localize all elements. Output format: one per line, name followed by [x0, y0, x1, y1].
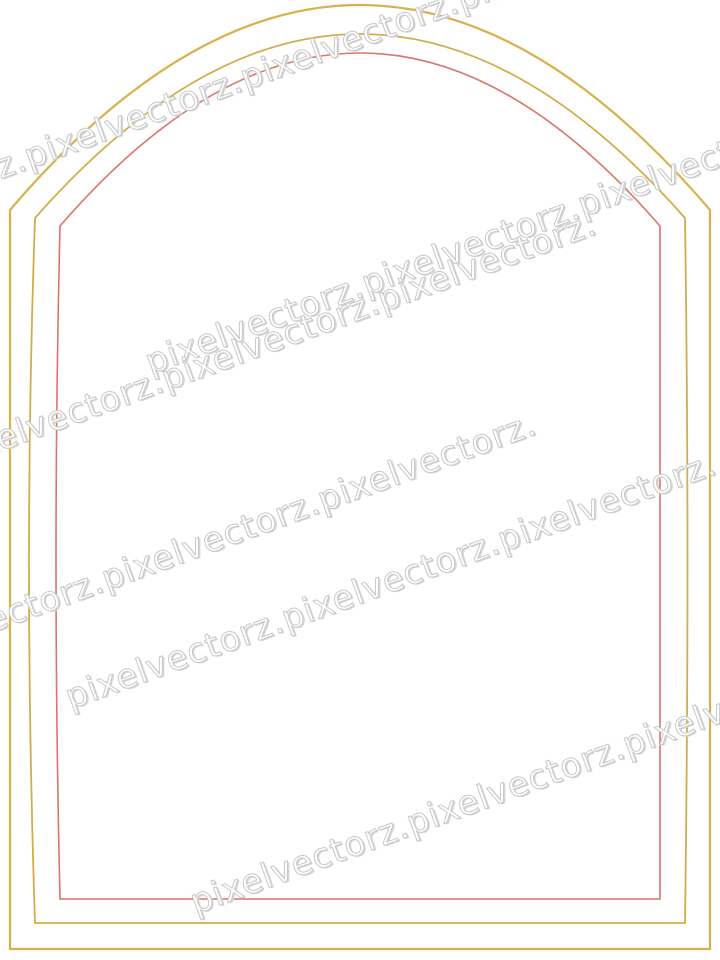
- outer-gold-border: [8, 4, 712, 951]
- middle-gold-border: [28, 33, 689, 924]
- inner-red-border: [55, 52, 661, 900]
